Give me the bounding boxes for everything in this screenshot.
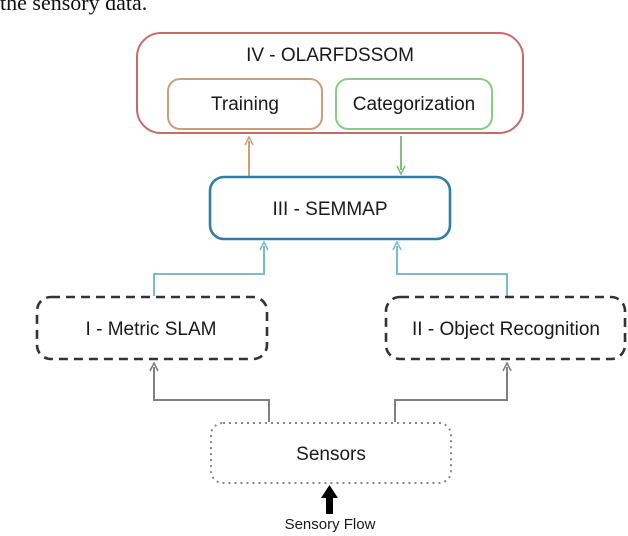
semmap-label: III - SEMMAP: [272, 199, 387, 220]
connector-metric-slam-to-semmap: [153, 246, 264, 296]
categorization-box: [335, 78, 493, 130]
olarfdssom-box: [136, 32, 524, 134]
sensory-flow-label: Sensory Flow: [285, 516, 376, 533]
training-label: Training: [211, 94, 279, 115]
object-recognition-label: II - Object Recognition: [412, 319, 600, 340]
sensory-flow-arrow-icon: [321, 485, 338, 514]
sensors-box: [210, 422, 452, 484]
categorization-label: Categorization: [353, 94, 476, 115]
object-recognition-box: [384, 295, 627, 361]
semmap-box: [208, 175, 452, 241]
metric-slam-label: I - Metric SLAM: [86, 319, 217, 340]
connector-object-recognition-to-semmap: [397, 246, 508, 296]
olarfdssom-label: IV - OLARFDSSOM: [246, 45, 414, 66]
connector-sensors-to-object-recognition: [394, 367, 507, 422]
metric-slam-box: [35, 295, 269, 361]
page-text-fragment: the sensory data.: [0, 0, 148, 15]
connector-sensors-to-metric-slam: [154, 367, 270, 422]
training-box: [167, 78, 323, 130]
sensors-label: Sensors: [296, 444, 366, 465]
